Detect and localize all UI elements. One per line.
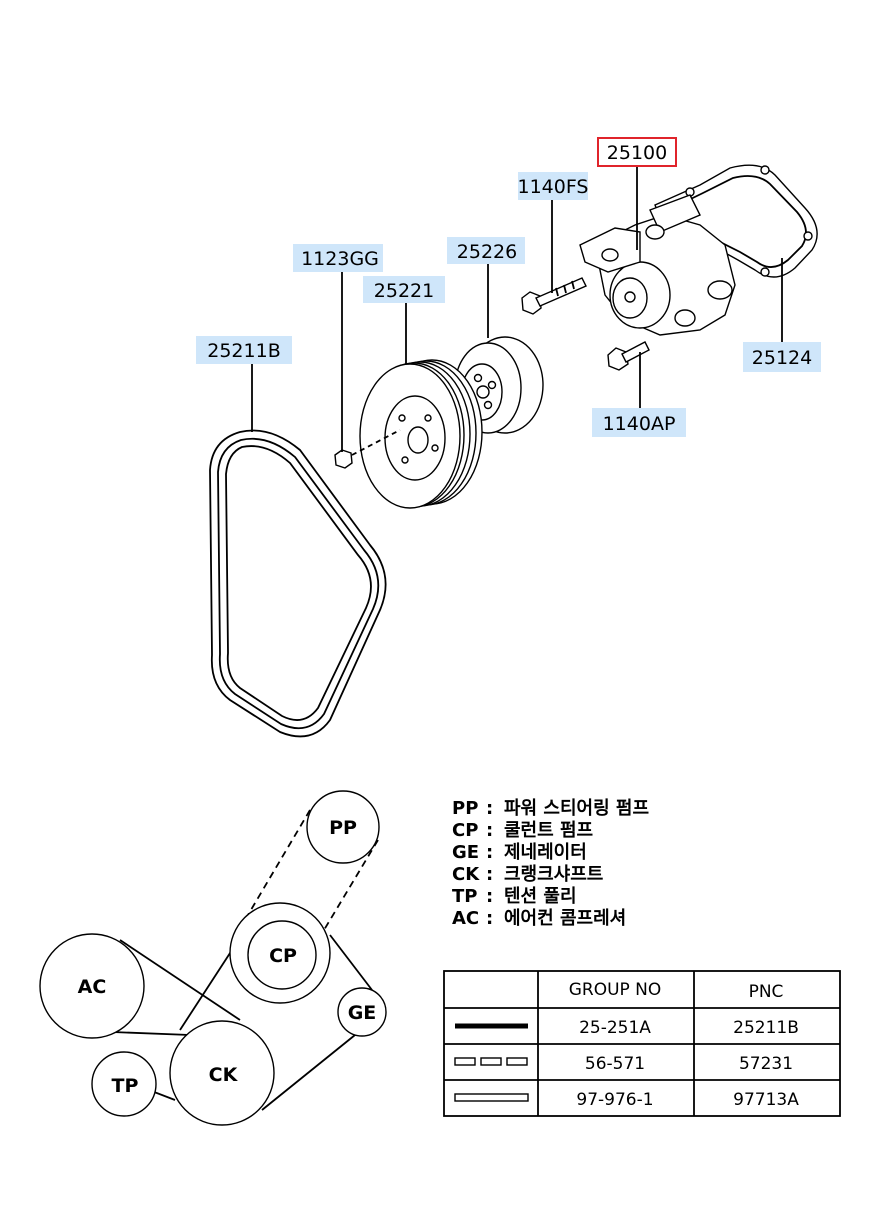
table-cell-pnc: 25211B <box>733 1018 799 1038</box>
callout-label: 25100 <box>607 142 667 164</box>
legend-sep: : <box>486 820 493 841</box>
callout-25100[interactable]: 25100 <box>597 137 677 167</box>
water-pump-gasket <box>654 164 818 278</box>
callout-25211B[interactable]: 25211B <box>196 336 292 364</box>
pulley-ck-label: CK <box>209 1064 239 1086</box>
legend-sep: : <box>486 842 493 863</box>
legend-code: PP <box>452 798 478 819</box>
legend-desc: 쿨런트 펌프 <box>504 820 593 841</box>
table-cell-group: 97-976-1 <box>576 1090 653 1110</box>
table-cell-group: 25-251A <box>579 1018 651 1038</box>
legend-desc: 크랭크샤프트 <box>504 864 603 885</box>
legend-sep: : <box>486 908 493 929</box>
callout-1140AP[interactable]: 1140AP <box>592 408 686 437</box>
legend: PP : 파워 스티어링 펌프 CP : 쿨런트 펌프 GE : 제네레이터 C… <box>452 797 649 929</box>
table-cell-group: 56-571 <box>585 1054 645 1074</box>
callout-1123GG[interactable]: 1123GG <box>293 244 383 272</box>
pulley-cp-label: CP <box>269 945 297 967</box>
legend-code: AC <box>452 908 479 929</box>
callout-label: 25226 <box>457 241 517 263</box>
bolt-1140FS <box>521 277 587 315</box>
leader-lines <box>251 166 783 452</box>
callout-label: 1123GG <box>301 248 379 270</box>
pulley-tp-label: TP <box>112 1075 139 1097</box>
line-style-double <box>454 1093 529 1102</box>
legend-desc: 텐션 풀리 <box>504 886 577 907</box>
callout-label: 25221 <box>374 280 434 302</box>
table-header-pnc: PNC <box>749 982 784 1002</box>
callout-25226[interactable]: 25226 <box>447 237 525 264</box>
legend-code: GE <box>452 842 479 863</box>
legend-sep: : <box>486 886 493 907</box>
legend-desc: 제네레이터 <box>504 842 587 863</box>
callout-25221[interactable]: 25221 <box>363 276 445 303</box>
legend-code: CP <box>452 820 478 841</box>
pulley-pp-label: PP <box>329 817 357 839</box>
pulley-pp <box>306 790 380 864</box>
table-cell-pnc: 97713A <box>733 1090 799 1110</box>
pulley-ge <box>337 987 387 1037</box>
legend-sep: : <box>486 864 493 885</box>
water-pump-body <box>579 194 736 336</box>
pulley-ge-label: GE <box>348 1002 377 1024</box>
callout-label: 25211B <box>207 340 280 362</box>
line-style-dashed <box>454 1057 528 1066</box>
legend-desc: 에어컨 콤프레셔 <box>504 908 626 929</box>
pulley-ck <box>169 1020 275 1126</box>
callout-label: 1140FS <box>517 176 588 198</box>
v-belt-25211B <box>209 429 387 738</box>
table-header-group: GROUP NO <box>569 980 662 1000</box>
pulley-ac <box>39 933 145 1039</box>
table-cell-pnc: 57231 <box>739 1054 793 1074</box>
legend-desc: 파워 스티어링 펌프 <box>504 797 649 819</box>
belt-table: GROUP NO PNC 25-251A 25211B 56-571 57231… <box>443 970 841 1117</box>
callout-label: 25124 <box>752 347 812 369</box>
legend-code: CK <box>452 864 480 885</box>
pulley-ac-label: AC <box>78 976 107 998</box>
callout-25124[interactable]: 25124 <box>743 342 821 372</box>
pulley-tp <box>91 1051 157 1117</box>
callout-1140FS[interactable]: 1140FS <box>517 172 589 200</box>
pulley-25221 <box>359 359 483 509</box>
callout-label: 1140AP <box>603 413 676 435</box>
bolt-1140AP <box>607 341 650 371</box>
legend-code: TP <box>452 886 477 907</box>
belt-routing-diagram: PP CP AC GE TP CK <box>39 790 387 1126</box>
legend-sep: : <box>486 798 493 819</box>
